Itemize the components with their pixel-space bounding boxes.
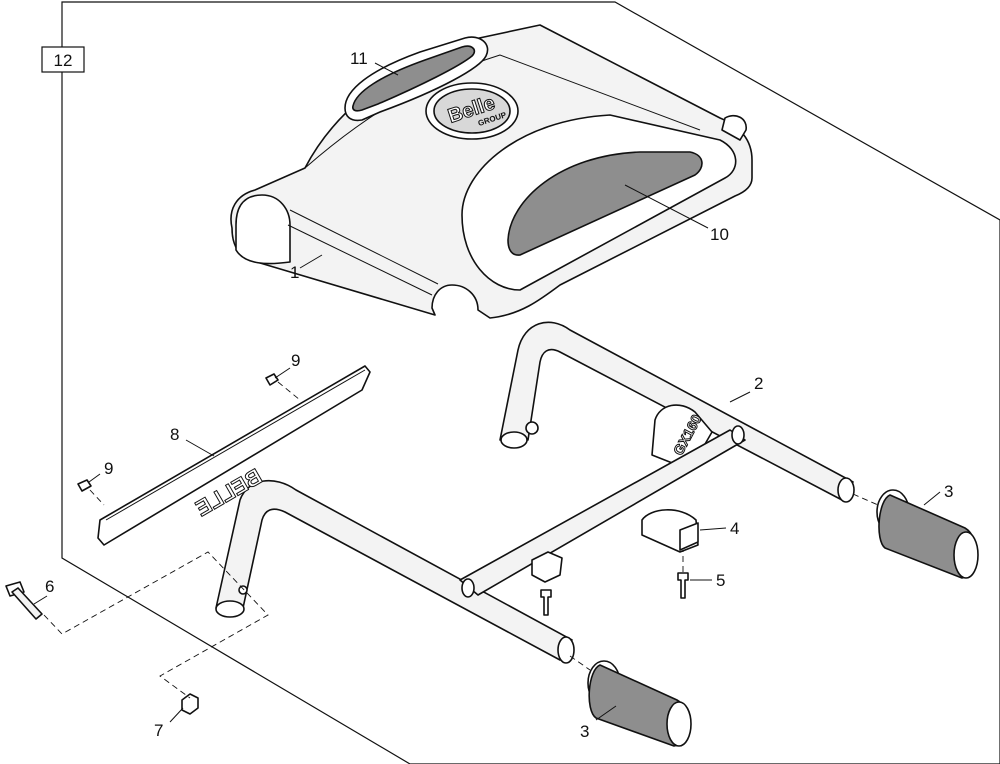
- callouts: 1 2 3 3 4 5 6 7 8 9 9 10 11: [45, 49, 953, 741]
- callout-3-rear: 3: [944, 482, 953, 501]
- callout-10: 10: [710, 225, 729, 244]
- assembly-number-box: 12: [41, 46, 85, 73]
- assembly-number: 12: [54, 51, 73, 70]
- callout-5: 5: [716, 571, 725, 590]
- callout-2: 2: [754, 374, 763, 393]
- assembly-line-bolt: [43, 551, 269, 699]
- handle-frame-front: [215, 425, 746, 664]
- plate-bolt-top: [265, 373, 279, 386]
- callout-3-front: 3: [580, 722, 589, 741]
- plate-bolt-left: [77, 479, 92, 492]
- callout-8: 8: [170, 425, 179, 444]
- assembly-line-plate-left: [89, 489, 105, 506]
- grip-rear: [876, 489, 979, 579]
- clamp-block: [641, 509, 699, 553]
- grip-front: [587, 660, 692, 747]
- callout-9-top: 9: [291, 351, 300, 370]
- cover-hood: Belle GROUP: [230, 24, 753, 319]
- handle-grip-decal: [352, 45, 476, 112]
- callout-4: 4: [730, 519, 739, 538]
- screw-right: [677, 572, 689, 599]
- leader-lines: [33, 62, 941, 723]
- assembly-boundary: [61, 1, 1000, 764]
- callout-11: 11: [350, 49, 368, 68]
- callout-6: 6: [45, 577, 54, 596]
- nut: [181, 693, 199, 715]
- assembly-line-grip-front: [569, 655, 591, 671]
- screw-left: [540, 589, 552, 616]
- callout-1: 1: [290, 263, 299, 282]
- assembly-line-grip: [852, 493, 879, 506]
- callout-9-left: 9: [104, 459, 113, 478]
- handle-frame-rear: GX160: [499, 321, 855, 503]
- decal-panel: [507, 151, 703, 256]
- assembly-line-plate: [277, 381, 301, 401]
- callout-7: 7: [154, 721, 163, 740]
- bolt: [5, 581, 43, 620]
